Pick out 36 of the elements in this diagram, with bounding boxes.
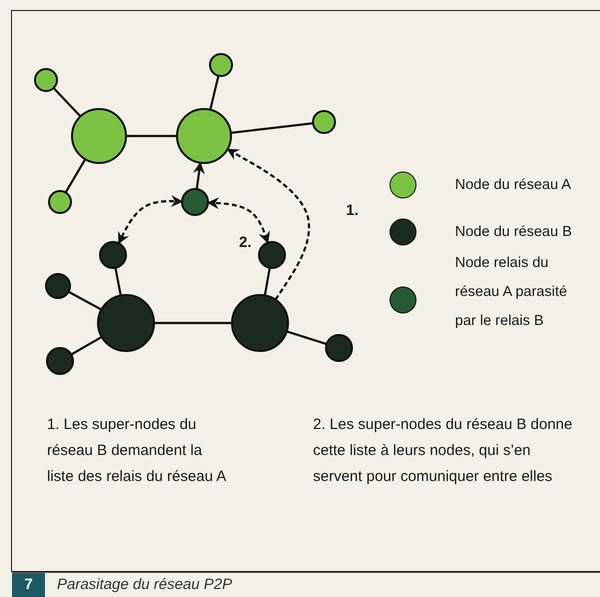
network-node-circle bbox=[325, 334, 353, 362]
dashed-arrow bbox=[118, 195, 183, 244]
legend-text: Node du réseau A bbox=[455, 176, 572, 195]
connector-line bbox=[52, 87, 82, 118]
network-node-circle bbox=[46, 347, 74, 375]
network-node-circle bbox=[176, 108, 232, 164]
network-node-circle bbox=[34, 68, 58, 92]
dashed-arrow bbox=[226, 148, 310, 300]
connector-line bbox=[70, 336, 102, 356]
connector-line bbox=[154, 322, 232, 324]
figure-number: 7 bbox=[12, 573, 45, 597]
network-node-circle bbox=[181, 188, 209, 216]
caption: Parasitage du réseau P2P bbox=[57, 576, 232, 593]
network-node-circle bbox=[209, 53, 233, 77]
connector-line bbox=[64, 158, 86, 194]
network-node-circle bbox=[258, 241, 286, 269]
connector-line bbox=[114, 268, 122, 296]
dashed-arrow bbox=[206, 197, 270, 244]
arrow bbox=[192, 162, 205, 190]
network-node-circle bbox=[45, 273, 71, 299]
network-node-circle bbox=[312, 110, 336, 134]
connector-line bbox=[126, 134, 177, 138]
legend-text: Node relais du réseau A parasité par le relais B bbox=[455, 254, 568, 331]
note-text: 2. Les super-nodes du réseau B donne cette liste à leurs nodes, qui s’en servent pour comuniquer entre elles bbox=[313, 415, 574, 487]
network-node-circle bbox=[97, 294, 155, 352]
note-text: 1. Les super-nodes du réseau B demandent la liste des relais du réseau A bbox=[47, 415, 227, 487]
connector-line bbox=[68, 290, 102, 311]
connector-line bbox=[209, 75, 220, 110]
connector-line bbox=[286, 330, 327, 346]
network-node-circle bbox=[231, 294, 289, 352]
network-node-circle bbox=[99, 241, 127, 269]
network-node-circle bbox=[48, 190, 72, 214]
legend-text: Node du réseau B bbox=[455, 223, 573, 242]
network-node-circle bbox=[71, 108, 127, 164]
connector-line bbox=[230, 122, 314, 134]
connector-line bbox=[264, 268, 271, 296]
